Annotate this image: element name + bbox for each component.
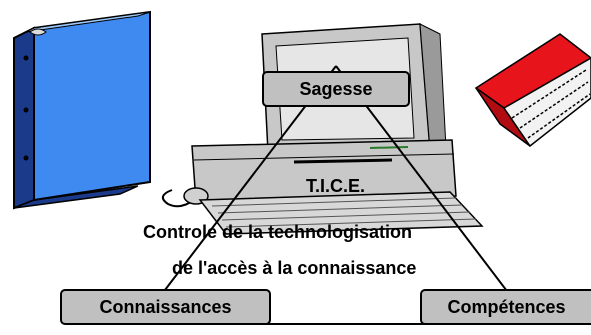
node-sagesse-label: Sagesse (299, 78, 373, 99)
node-sagesse: Sagesse (262, 71, 410, 107)
binder-icon (13, 10, 151, 210)
node-connaissances-label: Connaissances (99, 296, 232, 317)
caption-line-2: de l'accès à la connaissance (172, 258, 417, 278)
node-connaissances: Connaissances (60, 289, 271, 325)
computer-icon (161, 23, 484, 235)
node-competences: Compétences (420, 289, 591, 325)
caption-line-1: Controle de la technologisation (143, 222, 413, 242)
center-label: T.I.C.E. (306, 176, 366, 196)
book-icon (474, 33, 591, 148)
node-competences-label: Compétences (447, 296, 566, 317)
